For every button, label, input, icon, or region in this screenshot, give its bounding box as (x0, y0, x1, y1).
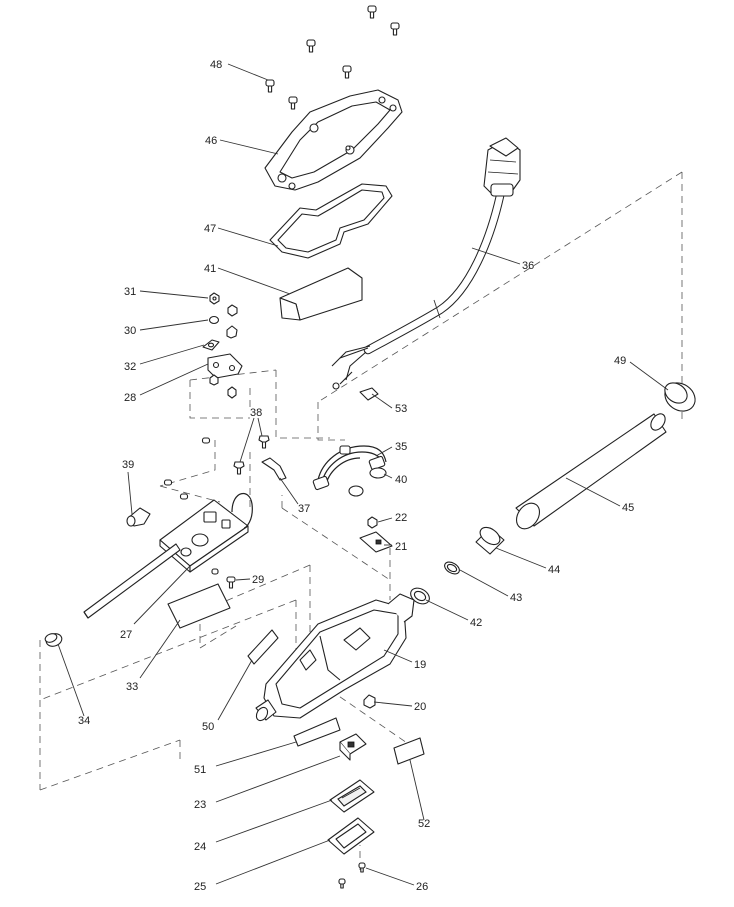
callout-30: 30 (124, 325, 136, 337)
plug-39 (126, 507, 151, 527)
callout-41: 41 (204, 263, 216, 275)
callout-34: 34 (78, 715, 90, 727)
insulation-sheet-33 (167, 583, 231, 629)
callout-52: 52 (418, 818, 430, 830)
callout-51: 51 (194, 764, 206, 776)
nuts-right (226, 304, 238, 339)
cap-49 (664, 382, 696, 412)
callout-31: 31 (124, 286, 136, 298)
callout-24: 24 (194, 841, 206, 853)
screw-29 (211, 568, 236, 589)
callout-49: 49 (614, 355, 626, 367)
seal-42 (410, 587, 430, 605)
connector-53 (359, 387, 379, 401)
callout-47: 47 (204, 223, 216, 235)
callout-21: 21 (395, 541, 407, 553)
callout-43: 43 (510, 592, 522, 604)
screw-22 (367, 516, 378, 529)
o-ring-43 (444, 561, 460, 575)
insulator-41 (279, 267, 363, 321)
callout-44: 44 (548, 564, 560, 576)
screw-20 (363, 694, 376, 709)
callout-23: 23 (194, 799, 206, 811)
cap-34 (44, 633, 63, 647)
callout-19: 19 (414, 659, 426, 671)
wire-harness-35 (312, 445, 387, 491)
callout-20: 20 (414, 701, 426, 713)
bushing-44 (475, 526, 505, 555)
callout-28: 28 (124, 392, 136, 404)
leader-lines (57, 63, 669, 886)
power-cord-36 (331, 137, 521, 390)
callout-26: 26 (416, 881, 428, 893)
strain-relief-45 (515, 413, 667, 530)
gasket-25 (327, 817, 375, 855)
control-board-27 (83, 493, 253, 619)
callout-39: 39 (122, 459, 134, 471)
callout-40: 40 (395, 474, 407, 486)
callout-33: 33 (126, 681, 138, 693)
cable-clamp-37 (261, 457, 287, 481)
callout-48: 48 (210, 59, 222, 71)
gasket-47 (269, 183, 393, 259)
callout-29: 29 (252, 574, 264, 586)
callout-42: 42 (470, 617, 482, 629)
callout-37: 37 (298, 503, 310, 515)
screws-38 (163, 435, 270, 500)
switch-cover-24 (329, 779, 375, 813)
callout-46: 46 (205, 135, 217, 147)
callout-32: 32 (124, 361, 136, 373)
callout-25: 25 (194, 881, 206, 893)
callout-22: 22 (395, 512, 407, 524)
callout-50: 50 (202, 721, 214, 733)
nut-31 (209, 292, 220, 305)
callout-labels: 48 46 47 41 31 30 32 28 38 39 36 53 35 4… (78, 59, 634, 893)
bracket-28 (207, 353, 243, 399)
screws-26 (338, 862, 366, 889)
switch-plate-21 (359, 531, 393, 553)
screw-set-48 (265, 5, 400, 110)
cable-clip-40 (348, 467, 387, 497)
label-52 (393, 737, 425, 765)
callout-45: 45 (622, 502, 634, 514)
top-cover-46 (264, 89, 403, 191)
callout-27: 27 (120, 629, 132, 641)
callout-35: 35 (395, 441, 407, 453)
housing-19 (255, 593, 415, 722)
washer-30 (208, 315, 220, 325)
callout-53: 53 (395, 403, 407, 415)
label-50 (247, 629, 279, 665)
callout-36: 36 (522, 260, 534, 272)
label-51 (293, 717, 341, 747)
terminal-32 (202, 339, 220, 351)
callout-38: 38 (250, 407, 262, 419)
switch-23 (339, 733, 367, 761)
